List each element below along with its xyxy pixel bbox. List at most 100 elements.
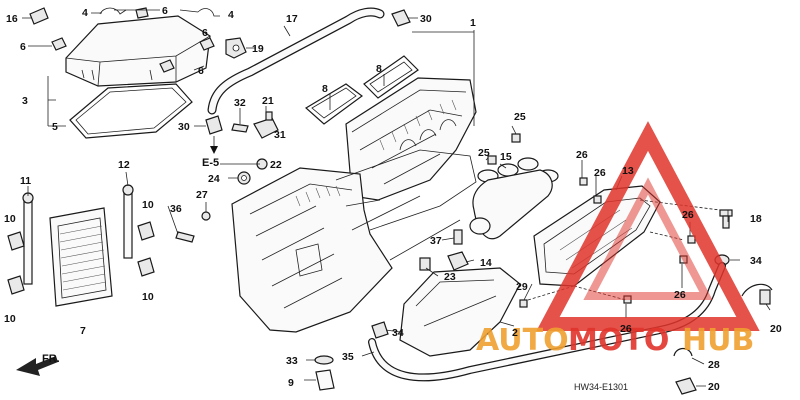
callout-26e[interactable]: 26 xyxy=(620,323,632,335)
band-20-right[interactable] xyxy=(741,283,773,305)
bolt-29[interactable] xyxy=(519,299,528,308)
callout-21[interactable]: 21 xyxy=(262,95,274,107)
callout-20b[interactable]: 20 xyxy=(708,381,720,393)
callout-30b[interactable]: 30 xyxy=(178,121,190,133)
callout-26a[interactable]: 26 xyxy=(576,149,588,161)
bolt-36[interactable] xyxy=(175,231,195,243)
clip-10-upper-left[interactable] xyxy=(7,231,25,251)
callout-6d[interactable]: 6 xyxy=(198,65,204,77)
clip-10-lower-left[interactable] xyxy=(7,275,25,295)
clamp-30-top[interactable] xyxy=(391,9,411,27)
drain-plug-9[interactable] xyxy=(315,369,335,391)
callout-14[interactable]: 14 xyxy=(480,257,492,269)
bolt-37[interactable] xyxy=(453,229,463,245)
callout-11[interactable]: 11 xyxy=(20,175,31,187)
callout-12[interactable]: 12 xyxy=(118,159,130,171)
callout-7[interactable]: 7 xyxy=(80,325,86,337)
clip-4-left[interactable] xyxy=(99,7,127,15)
valve-19[interactable] xyxy=(225,37,247,59)
callout-26c[interactable]: 26 xyxy=(682,209,694,221)
callout-26b[interactable]: 26 xyxy=(594,167,606,179)
callout-29[interactable]: 29 xyxy=(516,281,528,293)
callout-20a[interactable]: 20 xyxy=(770,323,782,335)
gasket-8-right[interactable] xyxy=(363,55,419,99)
air-cleaner-lower-housing[interactable] xyxy=(231,149,477,333)
clamp-14[interactable] xyxy=(447,251,469,271)
gasket-8-left[interactable] xyxy=(304,83,364,125)
air-filter-7[interactable] xyxy=(49,207,113,307)
callout-23[interactable]: 23 xyxy=(444,271,456,283)
bolt-27[interactable] xyxy=(201,211,211,221)
ref-e5[interactable]: E-5 xyxy=(202,136,219,169)
retainer-rod-12[interactable] xyxy=(122,184,134,259)
callout-15[interactable]: 15 xyxy=(500,151,512,163)
watermark-text-hub: HUB xyxy=(682,323,754,358)
callout-16[interactable]: 16 xyxy=(6,13,18,25)
callout-5[interactable]: 5 xyxy=(52,121,58,133)
callout-22[interactable]: 22 xyxy=(270,159,282,171)
callout-1[interactable]: 1 xyxy=(470,17,476,29)
bolt-18[interactable] xyxy=(719,209,733,229)
clip-28[interactable] xyxy=(673,347,693,357)
callout-4b[interactable]: 4 xyxy=(228,9,234,21)
callout-17[interactable]: 17 xyxy=(286,13,298,25)
callout-30a[interactable]: 30 xyxy=(420,13,432,25)
air-funnels-15[interactable] xyxy=(469,157,559,240)
callout-28[interactable]: 28 xyxy=(708,359,720,371)
callout-25b[interactable]: 25 xyxy=(478,147,490,159)
grommet-6-left[interactable] xyxy=(51,37,67,51)
callout-10d[interactable]: 10 xyxy=(142,291,154,303)
bolt-26-c[interactable] xyxy=(687,235,696,244)
callout-8b[interactable]: 8 xyxy=(376,63,382,75)
callout-36[interactable]: 36 xyxy=(170,203,182,215)
callout-10c[interactable]: 10 xyxy=(4,313,16,325)
bolt-25-mid[interactable] xyxy=(487,155,497,165)
bolt-32[interactable] xyxy=(231,123,249,133)
grommet-6-mid[interactable] xyxy=(159,59,175,73)
clip-10-upper-right[interactable] xyxy=(137,221,155,241)
sensor-21[interactable] xyxy=(253,111,279,139)
callout-6b[interactable]: 6 xyxy=(20,41,26,53)
callout-31[interactable]: 31 xyxy=(274,129,286,141)
callout-8a[interactable]: 8 xyxy=(322,83,328,95)
callout-6c[interactable]: 6 xyxy=(202,27,208,39)
callout-24[interactable]: 24 xyxy=(208,173,220,185)
clamp-30-lower[interactable] xyxy=(205,115,223,135)
air-cleaner-upper-housing[interactable] xyxy=(345,77,477,201)
callout-3[interactable]: 3 xyxy=(22,95,28,107)
clamp-33[interactable] xyxy=(314,355,334,365)
callout-25a[interactable]: 25 xyxy=(514,111,526,123)
callout-19[interactable]: 19 xyxy=(252,43,264,55)
clip-10-lower-right[interactable] xyxy=(137,257,155,277)
callout-10b[interactable]: 10 xyxy=(142,199,154,211)
grommet-24[interactable] xyxy=(237,171,251,185)
bolt-26-a[interactable] xyxy=(579,177,588,186)
callout-6a[interactable]: 6 xyxy=(162,5,168,17)
callout-4a[interactable]: 4 xyxy=(82,7,88,19)
callout-37[interactable]: 37 xyxy=(430,235,442,247)
retainer-rod-11[interactable] xyxy=(22,192,34,285)
clip-16[interactable] xyxy=(29,7,49,25)
clip-4-right[interactable] xyxy=(197,8,220,17)
bolt-26-b[interactable] xyxy=(593,195,602,204)
bolt-25-upper[interactable] xyxy=(511,133,521,143)
grommet-6-right[interactable] xyxy=(199,37,215,51)
callout-34a[interactable]: 34 xyxy=(750,255,762,267)
callout-34b[interactable]: 34 xyxy=(392,327,404,339)
grommet-23[interactable] xyxy=(419,257,431,271)
callout-33[interactable]: 33 xyxy=(286,355,298,367)
callout-18[interactable]: 18 xyxy=(750,213,762,225)
callout-27[interactable]: 27 xyxy=(196,189,208,201)
cover-gasket[interactable] xyxy=(69,83,193,139)
grommet-6-top[interactable] xyxy=(135,7,149,19)
callout-26d[interactable]: 26 xyxy=(674,289,686,301)
air-cleaner-cover[interactable] xyxy=(65,15,211,87)
callout-32[interactable]: 32 xyxy=(234,97,246,109)
clamp-34-lower[interactable] xyxy=(371,321,389,339)
callout-35[interactable]: 35 xyxy=(342,351,354,363)
band-20-lower[interactable] xyxy=(675,377,697,395)
callout-10a[interactable]: 10 xyxy=(4,213,16,225)
callout-2[interactable]: 2 xyxy=(512,327,518,339)
callout-9[interactable]: 9 xyxy=(288,377,294,389)
callout-13[interactable]: 13 xyxy=(622,165,634,177)
